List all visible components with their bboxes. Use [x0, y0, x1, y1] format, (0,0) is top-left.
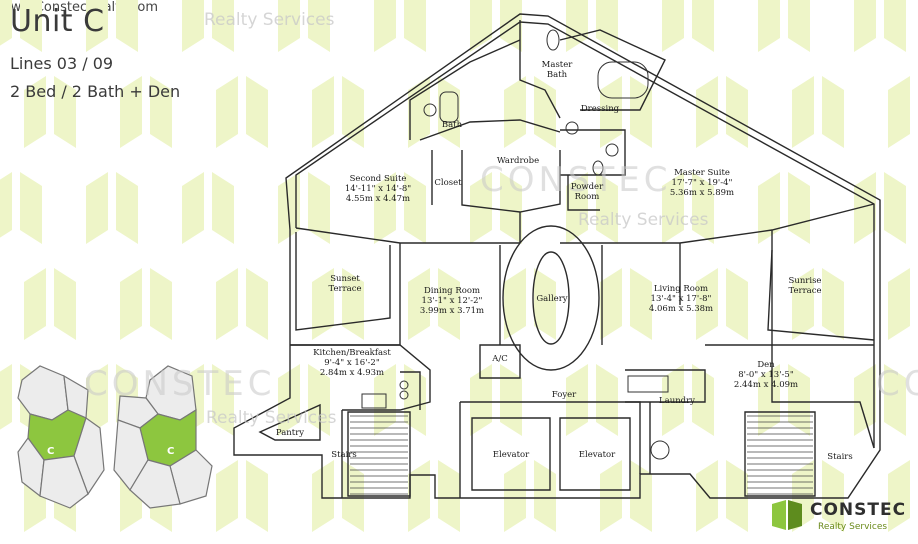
- watermark-tile: [374, 0, 426, 52]
- watermark-tile: [0, 0, 42, 52]
- watermark-tile: [792, 460, 844, 532]
- watermark-tile: [696, 76, 748, 148]
- watermark-tile: [182, 0, 234, 52]
- watermark-tile: [504, 268, 556, 340]
- stair-treads-right: [747, 415, 813, 495]
- watermark-tile: [504, 76, 556, 148]
- watermark-tile: [792, 268, 844, 340]
- room-stairs-right: Stairs: [827, 452, 853, 462]
- watermark-tile: [24, 76, 76, 148]
- watermark-tile: [312, 460, 364, 532]
- watermark-tile: [758, 0, 810, 52]
- watermark-tile: [600, 460, 652, 532]
- constec-logo-mark: [772, 500, 802, 530]
- watermark-realty: Realty Services: [578, 210, 709, 230]
- plan-walls: [233, 13, 881, 499]
- watermark-tile: [566, 172, 618, 244]
- watermark-tile: [374, 364, 426, 436]
- room-stairs-left: Stairs: [331, 450, 357, 460]
- watermark-realty: Realty Services: [204, 10, 335, 30]
- key-plan-right: [113, 365, 213, 509]
- logo-subtitle: Realty Services: [818, 522, 888, 532]
- watermark-tile: [278, 0, 330, 52]
- watermark-tile: [854, 172, 906, 244]
- watermark-tile: [120, 268, 172, 340]
- key-plan-unit-label: C: [167, 446, 175, 457]
- room-gallery: Gallery: [536, 294, 568, 304]
- watermark-tile: [216, 76, 268, 148]
- watermark-tile: [792, 76, 844, 148]
- watermark-tile: [504, 460, 556, 532]
- room-closet: Closet: [434, 178, 462, 188]
- watermark-tile: [566, 364, 618, 436]
- room-elevator-right: Elevator: [578, 450, 616, 460]
- watermark-tile: [216, 460, 268, 532]
- watermark-tile: [662, 0, 714, 52]
- watermark-tile: [216, 268, 268, 340]
- watermark-realty: Realty Services: [206, 408, 337, 428]
- watermark-tile: [120, 76, 172, 148]
- room-dressing: Dressing: [580, 104, 620, 114]
- unit-title: Unit C: [10, 4, 105, 39]
- watermark-tile: [662, 364, 714, 436]
- watermark-tile: [696, 460, 748, 532]
- watermark-tile: [278, 172, 330, 244]
- watermark-tile: [408, 460, 460, 532]
- watermark-tile: [854, 0, 906, 52]
- watermark-tile: [888, 460, 918, 532]
- watermark-tile: [0, 172, 42, 244]
- room-elevator-left: Elevator: [492, 450, 530, 460]
- watermark-tile: [696, 268, 748, 340]
- watermark-tile: [86, 172, 138, 244]
- room-bath: Bath: [441, 120, 463, 130]
- room-laundry: Laundry: [659, 396, 695, 406]
- watermark-tile: [374, 172, 426, 244]
- watermark-constec: CONSTEC: [876, 364, 918, 404]
- watermark-tile: [888, 268, 918, 340]
- watermark-tiles: [0, 0, 918, 532]
- watermark-tile: [182, 172, 234, 244]
- unit-bedrooms: 2 Bed / 2 Bath + Den: [10, 82, 181, 101]
- watermark-tile: [854, 364, 906, 436]
- watermark-tile: [758, 172, 810, 244]
- fixtures: [361, 29, 670, 460]
- logo-name: CONSTEC: [810, 500, 907, 520]
- watermark-tile: [470, 172, 522, 244]
- watermark-tile: [888, 76, 918, 148]
- watermark-tile: [312, 76, 364, 148]
- key-plan-unit-label: C: [47, 446, 55, 457]
- watermark-tile: [24, 268, 76, 340]
- watermark-tile: [600, 268, 652, 340]
- stair-treads-left: [350, 415, 408, 495]
- watermark-tile: [86, 0, 138, 52]
- room-pantry: Pantry: [275, 428, 305, 438]
- watermark-tile: [408, 268, 460, 340]
- watermark-tile: [312, 268, 364, 340]
- watermark-tile: [470, 0, 522, 52]
- watermark-tile: [566, 0, 618, 52]
- watermark-constec: CONSTEC: [84, 364, 276, 404]
- room-foyer: Foyer: [551, 390, 577, 400]
- unit-lines: Lines 03 / 09: [10, 54, 114, 73]
- watermark-constec: CONSTEC: [480, 160, 672, 200]
- room-wardrobe: Wardrobe: [496, 156, 540, 166]
- room-ac: A/C: [492, 354, 508, 364]
- watermark-tile: [662, 172, 714, 244]
- key-plan-left: [17, 365, 105, 509]
- watermark-tile: [470, 364, 522, 436]
- watermark-tile: [758, 364, 810, 436]
